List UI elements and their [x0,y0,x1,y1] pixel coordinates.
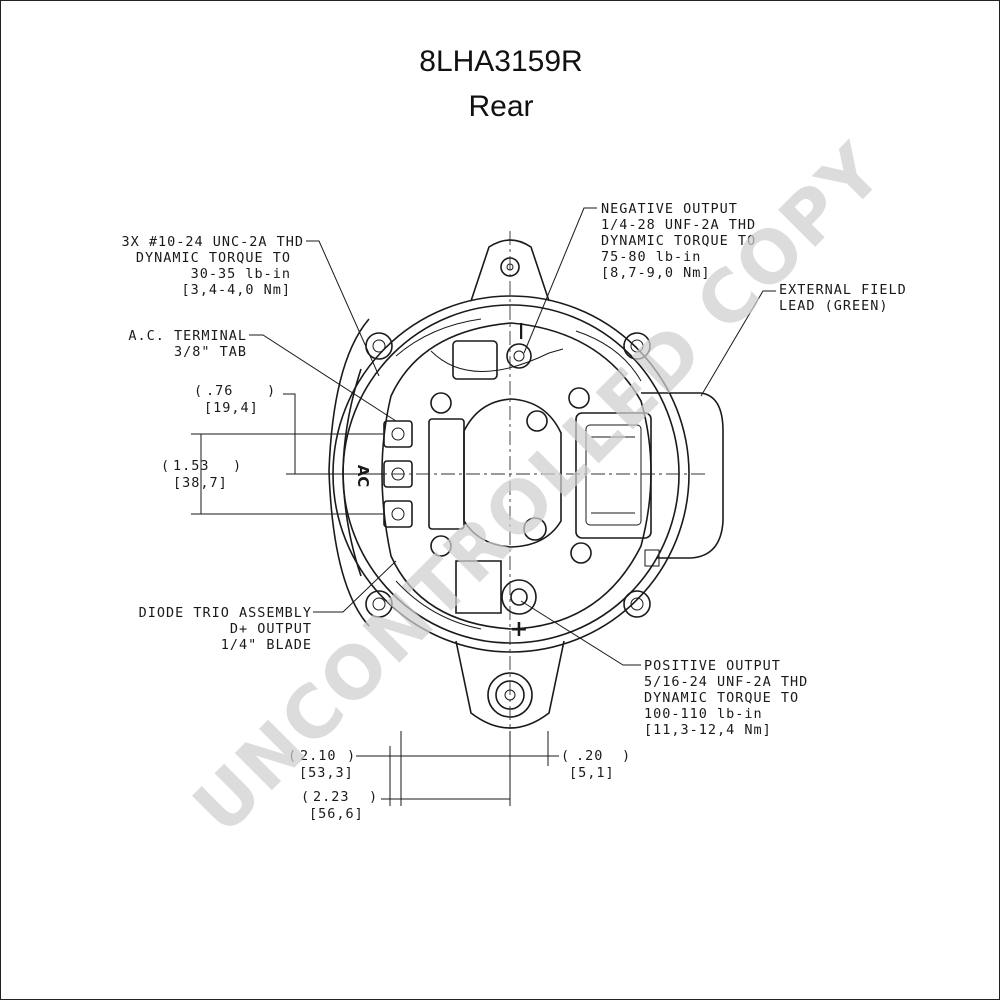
external-field-line-2: LEAD (GREEN) [779,298,889,314]
dim-153-close: ) [233,458,242,474]
positive-output-line-4: 100-110 lb-in [644,706,763,722]
drawing-title: 8LHA3159R [419,45,583,78]
mount-thread-line-1: 3X #10-24 UNC-2A THD [121,234,304,250]
negative-output-line-4: 75-80 lb-in [601,249,701,265]
positive-output-line-1: POSITIVE OUTPUT [644,658,781,674]
dim-153-mm: [38,7] [173,475,228,491]
dim-210-inch: 2.10 [300,748,337,764]
dim-210-mm: [53,3] [299,765,354,781]
negative-output-line-3: DYNAMIC TORQUE TO [601,233,756,249]
dim-153-open: ( [161,458,170,474]
callout-diode-trio: DIODE TRIO ASSEMBLY D+ OUTPUT 1/4" BLADE [139,605,312,653]
housing-mark-positive: + [510,617,528,642]
callout-negative-output: NEGATIVE OUTPUT 1/4-28 UNF-2A THD DYNAMI… [601,201,756,281]
dimension-020: ( .20 ) [5,1] [561,748,631,781]
dimension-153: ( 1.53 ) [38,7] [161,458,242,491]
callout-ac-terminal: A.C. TERMINAL 3/8" TAB [128,328,247,360]
dim-223-close: ) [369,789,378,805]
positive-output-line-3: DYNAMIC TORQUE TO [644,690,799,706]
diode-trio-line-2: D+ OUTPUT [230,621,312,637]
dim-020-inch: .20 [576,748,603,764]
dim-076-mm: [19,4] [204,400,259,416]
dim-210-open: ( [288,748,297,764]
dim-020-open: ( [561,748,570,764]
mount-thread-line-2: DYNAMIC TORQUE TO [136,250,291,266]
ac-terminal-line-2: 3/8" TAB [174,344,247,360]
dim-076-open: ( [194,383,203,399]
ac-terminal-line-1: A.C. TERMINAL [128,328,247,344]
negative-output-line-2: 1/4-28 UNF-2A THD [601,217,756,233]
dim-223-mm: [56,6] [309,806,364,822]
diode-trio-line-1: DIODE TRIO ASSEMBLY [139,605,312,621]
mount-thread-line-4: [3,4-4,0 Nm] [181,282,291,298]
dim-223-inch: 2.23 [313,789,350,805]
dim-020-mm: [5,1] [569,765,615,781]
dimension-210: ( 2.10 ) [53,3] [288,748,356,781]
callout-external-field: EXTERNAL FIELD LEAD (GREEN) [779,282,907,314]
dim-210-close: ) [347,748,356,764]
dimension-076: ( .76 ) [19,4] [194,383,276,416]
leader-lines [249,207,776,666]
dimension-223: ( 2.23 ) [56,6] [301,789,378,822]
mount-thread-line-3: 30-35 lb-in [191,266,291,282]
dim-153-inch: 1.53 [173,458,210,474]
alternator-housing: AC — + [316,231,724,766]
dim-076-inch: .76 [206,383,233,399]
callout-mount-thread: 3X #10-24 UNC-2A THD DYNAMIC TORQUE TO 3… [121,234,304,298]
dimension-lines [191,393,559,806]
callout-positive-output: POSITIVE OUTPUT 5/16-24 UNF-2A THD DYNAM… [644,658,808,738]
positive-output-line-2: 5/16-24 UNF-2A THD [644,674,808,690]
diode-trio-line-3: 1/4" BLADE [221,637,312,653]
housing-mark-negative: — [511,322,532,340]
positive-output-line-5: [11,3-12,4 Nm] [644,722,772,738]
negative-output-line-5: [8,7-9,0 Nm] [601,265,711,281]
dim-076-close: ) [267,383,276,399]
housing-mark-ac: AC [354,465,372,488]
negative-output-line-1: NEGATIVE OUTPUT [601,201,738,217]
dim-020-close: ) [622,748,631,764]
drawing-subtitle: Rear [468,90,534,123]
dim-223-open: ( [301,789,310,805]
external-field-line-1: EXTERNAL FIELD [779,282,907,298]
